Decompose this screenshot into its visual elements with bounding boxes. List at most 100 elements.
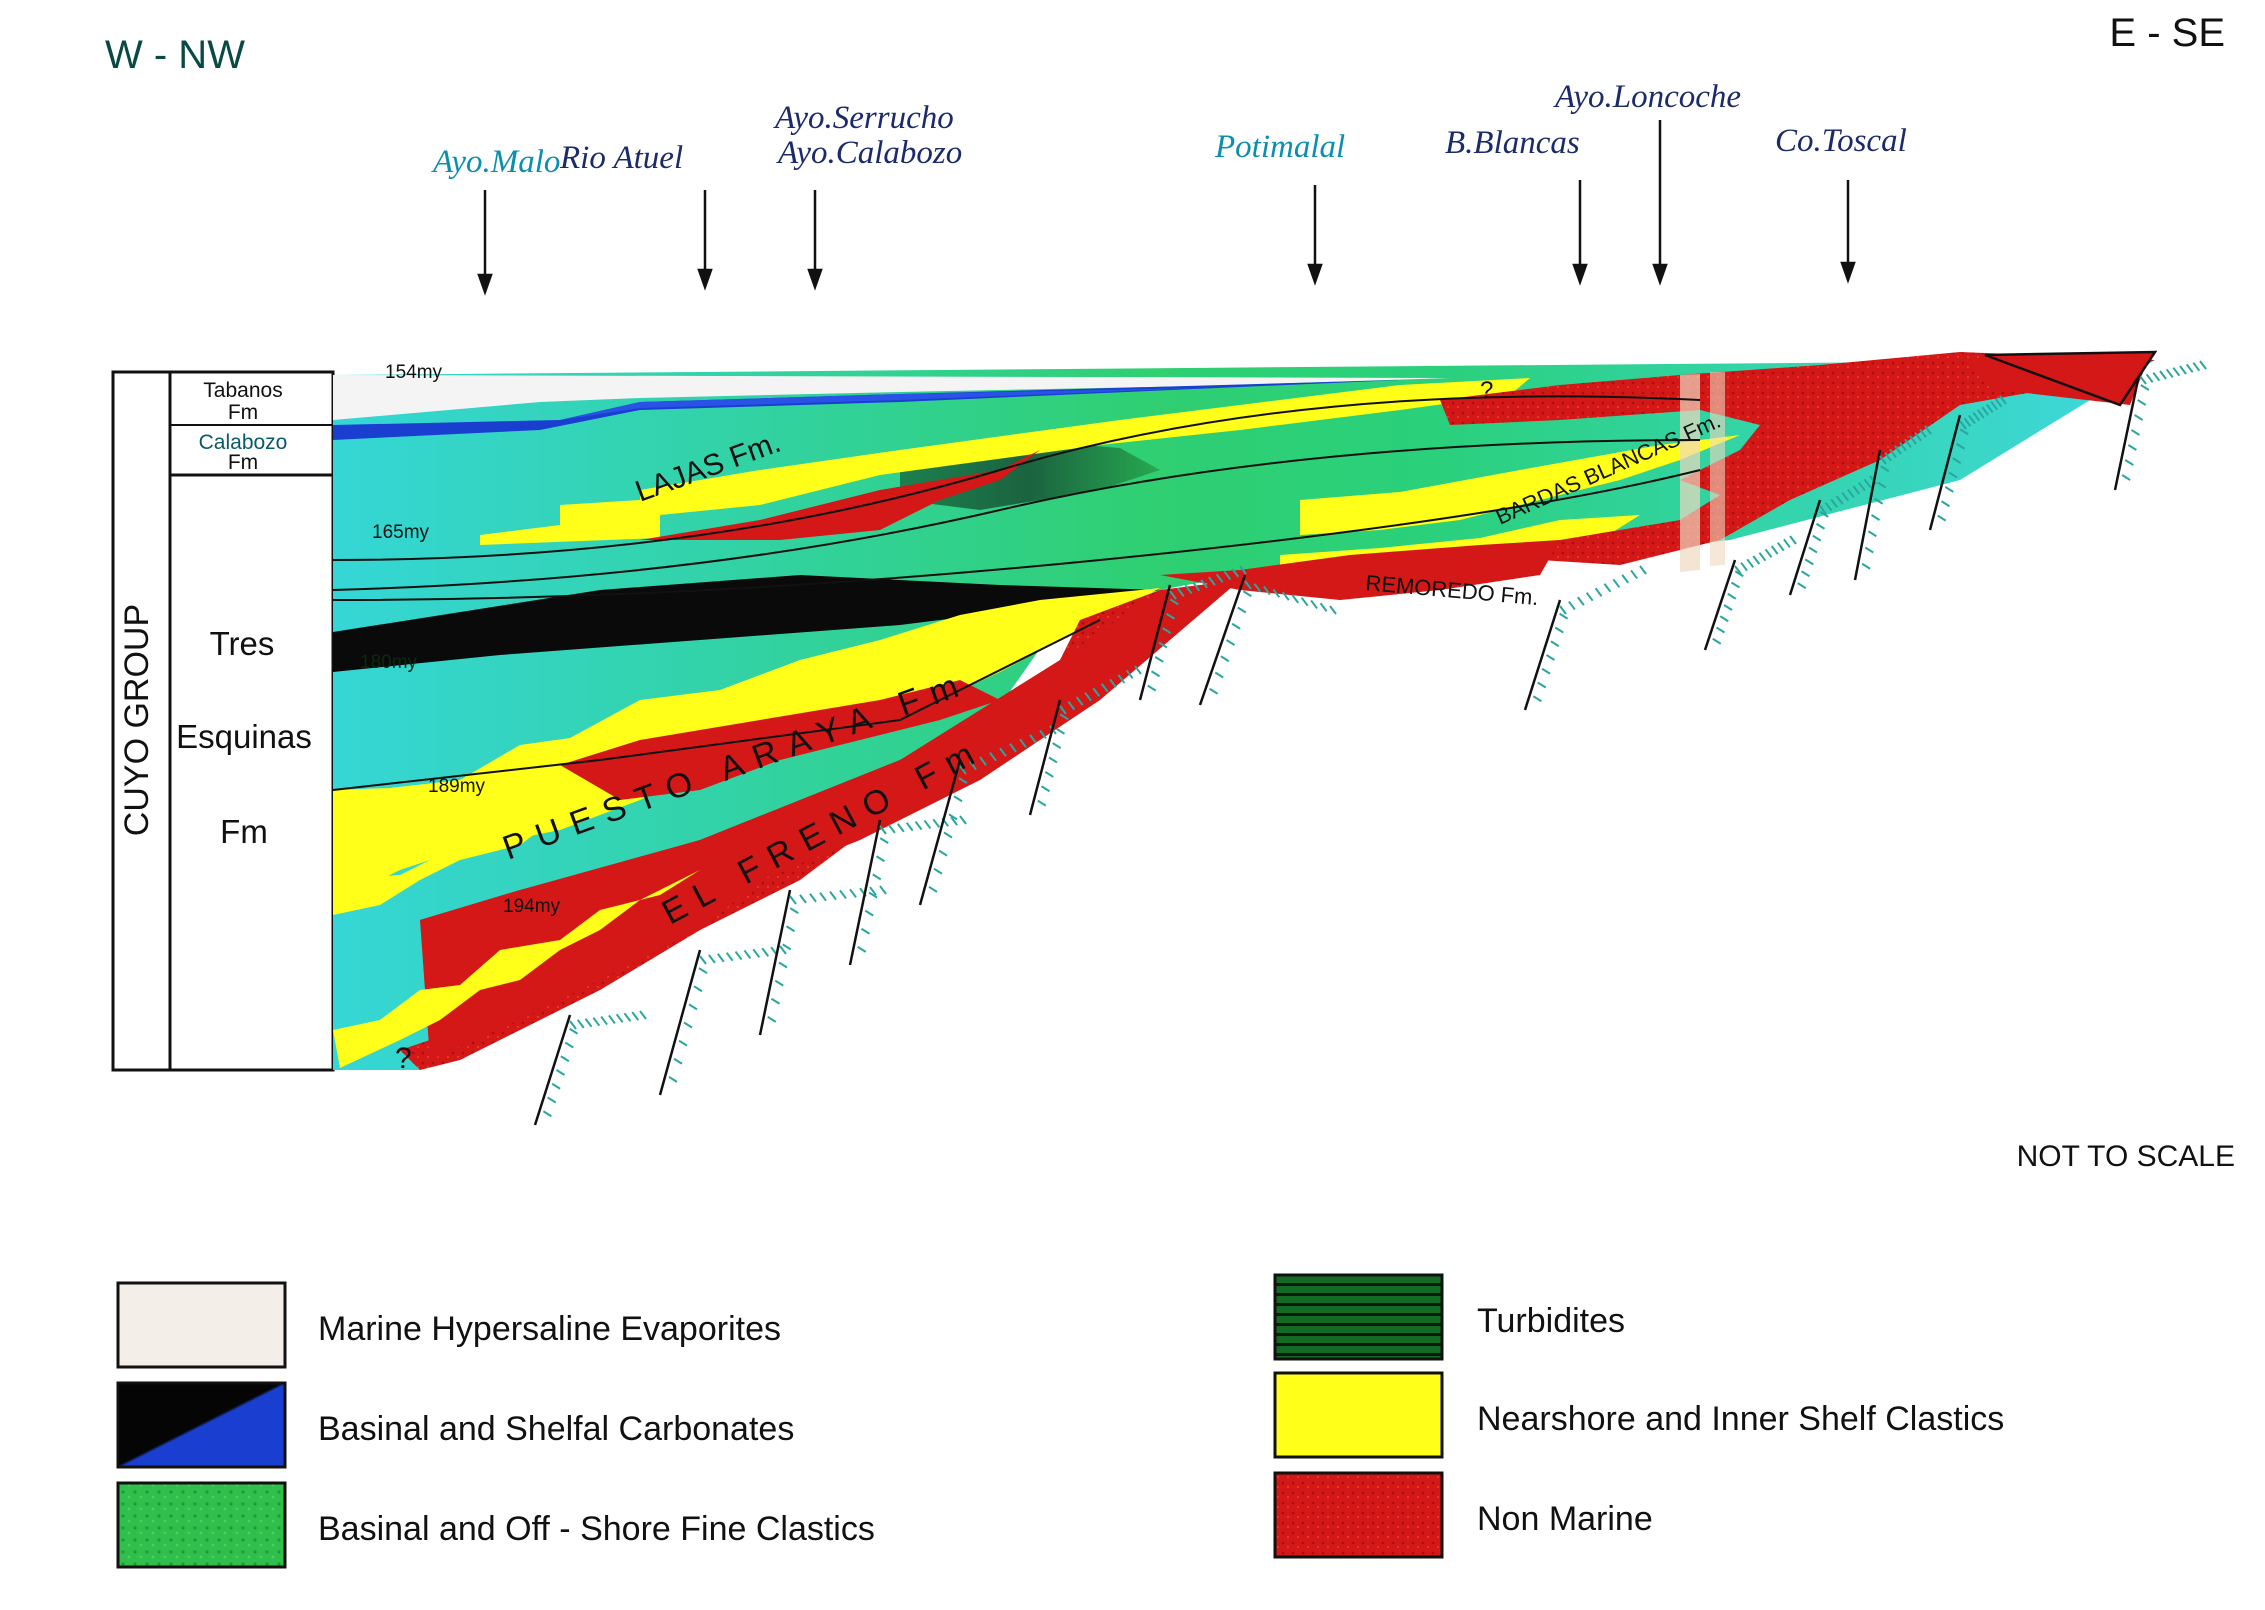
basement-hatch-tick	[698, 967, 708, 974]
basement-hatch-tick	[1955, 442, 1966, 450]
basement-hatch-tick	[1800, 570, 1811, 578]
basement-hatch-tick	[639, 1010, 647, 1020]
basement-hatch-tick	[857, 946, 867, 953]
bardas-blancas-red	[1440, 352, 2155, 565]
basement-hatch-tick	[774, 979, 784, 987]
basement-hatch-tick	[868, 891, 878, 899]
basement-hatch-tick	[592, 1017, 601, 1027]
locality-arrows	[477, 120, 1856, 296]
basement-hatch-tick	[2137, 399, 2147, 406]
unknown-mark-east: ?	[1480, 377, 1493, 404]
basement-hatch-tick	[1976, 409, 1985, 419]
age-189: 189my	[428, 776, 486, 797]
basement-hatch-tick	[1948, 471, 1958, 479]
basement-hatch-tick	[785, 925, 796, 933]
basement-hatch-tick	[839, 889, 847, 900]
basement-hatch-tick	[953, 795, 963, 803]
basement-hatch-tick	[668, 1076, 678, 1083]
basement-hatch-tick	[1568, 600, 1576, 611]
basement-hatch-tick	[1944, 486, 1954, 493]
basement-hatch-tick	[1603, 583, 1612, 593]
basement-hatch-tick	[1994, 398, 2003, 408]
basement-hatch-tick	[1075, 696, 1084, 706]
fault-line	[658, 949, 702, 1096]
basement-hatch-tick	[1239, 565, 1247, 575]
fault-line	[2113, 369, 2142, 491]
basement-hatch-tick	[1100, 683, 1109, 693]
basement-hatch-tick	[1176, 587, 1185, 597]
cross-section-body	[332, 352, 2155, 1070]
basement-hatch-tick	[770, 997, 781, 1005]
basement-hatch-tick	[2124, 459, 2134, 466]
legend-label-non-marine: Non Marine	[1477, 1500, 1653, 1538]
basement-hatch-tick	[1764, 548, 1773, 558]
fault-line	[1928, 414, 1962, 531]
basement-hatch-tick	[1937, 514, 1947, 522]
basement-hatch-tick	[1059, 713, 1069, 721]
basement-hatch-tick	[1192, 582, 1201, 592]
basement-hatch-tick	[1084, 692, 1092, 702]
basement-hatch-tick	[958, 777, 968, 784]
tres-esquinas-label-2: Esquinas	[176, 718, 312, 755]
lajas-red-wedge	[640, 450, 1040, 540]
basement-hatch-tick	[1712, 637, 1722, 645]
basement-hatch-tick	[1879, 455, 1887, 465]
fault-line	[1523, 599, 1562, 711]
basement-hatch-tick	[938, 849, 948, 857]
basement-hatch-tick	[1968, 414, 1976, 425]
basement-hatch-tick	[860, 927, 871, 935]
basement-hatch-tick	[1914, 432, 1922, 442]
legend-label-nearshore: Nearshore and Inner Shelf Clastics	[1477, 1400, 2004, 1438]
basement-hatch-tick	[2121, 474, 2131, 481]
basement-hatch-tick	[716, 953, 725, 963]
basement-hatch-tick	[752, 948, 761, 958]
basement-hatch-tick	[999, 747, 1007, 757]
basement-hatch-tick	[1797, 582, 1807, 589]
basement-hatch-tick	[734, 950, 743, 961]
basement-hatch-tick	[879, 837, 889, 844]
basement-hatch-tick	[1162, 627, 1172, 634]
basement-hatch-tick	[1877, 481, 1887, 489]
basement-hatch-tick	[933, 867, 943, 875]
basement-hatch-tick	[761, 947, 770, 957]
basement-hatch-tick	[1158, 641, 1168, 649]
basement-fault-blocks	[533, 350, 2207, 1126]
basement-hatch-tick	[1209, 687, 1219, 695]
basement-hatch-tick	[2139, 375, 2147, 385]
tabanos-label-1: Tabanos	[203, 379, 282, 402]
basement-hatch-tick	[1783, 538, 1791, 548]
basement-hatch-tick	[699, 955, 707, 965]
basement-hatch-tick	[1169, 598, 1179, 606]
basement-hatch-tick	[1740, 562, 1748, 572]
basement-hatch-tick	[1039, 729, 1047, 740]
basement-hatch-tick	[1559, 612, 1569, 620]
basement-hatch-tick	[2172, 367, 2181, 377]
basement-hatch-tick	[905, 822, 914, 832]
tres-esquinas-label-3: Fm	[220, 813, 268, 850]
locality-ayo-loncoche: Ayo.Loncoche	[1553, 79, 1741, 115]
basement-hatch-tick	[584, 1018, 593, 1028]
basement-hatch-tick	[1048, 756, 1058, 764]
fault-line	[1703, 559, 1737, 651]
basement-hatch-tick	[1125, 669, 1134, 680]
basement-hatch-tick	[1291, 594, 1300, 604]
locality-ayo-calabozo: Ayo.Calabozo	[776, 135, 962, 171]
basement-hatch-tick	[1029, 734, 1037, 744]
basement-hatch-tick	[615, 1013, 624, 1023]
basement-hatch-tick	[1789, 535, 1797, 545]
legend-swatch-nearshore	[1273, 1371, 1444, 1459]
basement-hatch-tick	[1117, 674, 1126, 684]
basement-hatch-tick	[1719, 615, 1729, 623]
basement-hatch-tick	[1959, 428, 1969, 436]
basement-hatch-tick	[1899, 442, 1907, 452]
basement-hatch-tick	[989, 752, 997, 762]
locality-b-blancas: B.Blancas	[1445, 125, 1580, 161]
basement-hatch-tick	[1861, 562, 1871, 570]
basement-hatch-tick	[1184, 584, 1193, 595]
orientation-right-label: E - SE	[2109, 11, 2225, 55]
basement-hatch-tick	[2185, 363, 2194, 373]
basement-hatch-tick	[1940, 500, 1951, 508]
basement-hatch-tick	[1009, 743, 1017, 753]
calabozo-label-2: Fm	[228, 451, 258, 474]
basement-hatch-tick	[1919, 428, 1927, 438]
